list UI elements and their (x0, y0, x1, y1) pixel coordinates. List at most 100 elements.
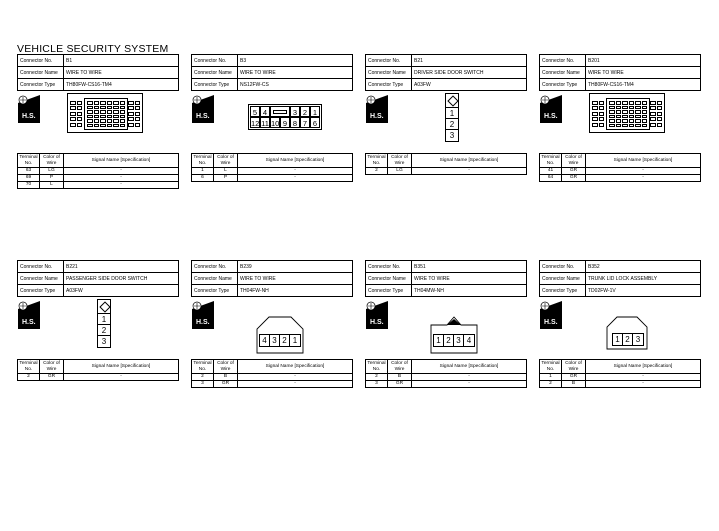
terminal-row: 70 L - (17, 181, 179, 189)
pin: 11 (260, 117, 270, 128)
wire-color: P (213, 174, 238, 182)
pin: 4 (260, 335, 270, 346)
connector-name-label: Connector Name (191, 272, 238, 285)
connector-no-value: B3 (237, 54, 353, 67)
wire-color: GR (561, 174, 586, 182)
color-of-wire-header: Color of Wire (561, 359, 586, 374)
connector-type-label: Connector Type (191, 284, 238, 297)
connector-name-value: DRIVER SIDE DOOR SWITCH (411, 66, 527, 79)
wire-color: L (39, 181, 64, 189)
pin: 10 (270, 117, 280, 128)
connector-hood-icon (430, 316, 478, 354)
terminal-no: 41 (539, 167, 562, 175)
wire-color: LG (387, 167, 412, 175)
color-of-wire-header: Color of Wire (387, 153, 412, 168)
pin: 2 (444, 335, 454, 346)
svg-text:H.S.: H.S. (196, 113, 210, 120)
connector-face-3pin: 1 2 3 (97, 299, 111, 348)
svg-text:H.S.: H.S. (544, 113, 558, 120)
pin: 3 (101, 337, 107, 346)
signal-name-header: Signal Name [Specification] (411, 359, 527, 374)
terminal-row: 3 GR - (365, 380, 527, 388)
signal-name: - (585, 380, 701, 388)
terminal-no: 3 (191, 380, 214, 388)
connector-name-label: Connector Name (365, 66, 412, 79)
connector-type-label: Connector Type (191, 78, 238, 91)
signal-name: - (63, 373, 179, 381)
page-title: VEHICLE SECURITY SYSTEM (17, 43, 169, 55)
pin: 3 (290, 106, 300, 117)
connector-no-value: B239 (237, 260, 353, 273)
connector-type-value: TH80FW-CS16-TM4 (63, 78, 179, 91)
harness-side-icon: H.S. (192, 301, 214, 329)
pin: 3 (454, 335, 464, 346)
connector-type-label: Connector Type (539, 78, 586, 91)
wire-color: B (561, 380, 586, 388)
signal-name: - (237, 174, 353, 182)
terminal-row: 2 B - (365, 373, 527, 381)
pin: 1 (434, 335, 444, 346)
color-of-wire-header: Color of Wire (39, 153, 64, 168)
connector-type-value: TH04MW-NH (411, 284, 527, 297)
pin: 2 (300, 106, 310, 117)
connector-type-value: TH80FW-CS16-TM4 (585, 78, 701, 91)
connector-type-value: NS12FW-CS (237, 78, 353, 91)
terminal-no: 63 (17, 167, 40, 175)
terminal-no-header: Terminal No. (191, 359, 214, 374)
terminal-table: Terminal No. Color of Wire Signal Name [… (539, 359, 701, 388)
connector-slot (270, 106, 290, 117)
pin: 2 (623, 334, 633, 345)
pin: 1 (613, 334, 623, 345)
harness-side-icon: H.S. (366, 95, 388, 123)
pin: 2 (446, 119, 458, 130)
color-of-wire-header: Color of Wire (213, 359, 238, 374)
terminal-no: 2 (539, 380, 562, 388)
terminal-row: 41 GR - (539, 167, 701, 175)
terminal-row: 6 P - (191, 174, 353, 182)
connector-name-value: WIRE TO WIRE (63, 66, 179, 79)
pin: 3 (270, 335, 280, 346)
pin: 1 (446, 108, 458, 119)
pin: 2 (280, 335, 290, 346)
connector-hood-icon (256, 316, 304, 354)
terminal-row: 2 B - (539, 380, 701, 388)
terminal-no-header: Terminal No. (17, 359, 40, 374)
terminal-row: 1 GR - (539, 373, 701, 381)
connector-name-label: Connector Name (17, 272, 64, 285)
harness-side-icon: H.S. (18, 95, 40, 123)
connector-type-label: Connector Type (365, 78, 412, 91)
connector-type-value: TD02FW-1V (585, 284, 701, 297)
connector-no-value: B351 (411, 260, 527, 273)
signal-name-header: Signal Name [Specification] (63, 153, 179, 168)
harness-side-icon: H.S. (540, 301, 562, 329)
color-of-wire-header: Color of Wire (561, 153, 586, 168)
harness-side-icon: H.S. (18, 301, 40, 329)
signal-name: - (237, 167, 353, 175)
wire-color: P (39, 174, 64, 182)
connector-name-label: Connector Name (365, 272, 412, 285)
terminal-no: 64 (539, 174, 562, 182)
connector-no-label: Connector No. (539, 260, 586, 273)
terminal-table: Terminal No. Color of Wire Signal Name [… (17, 153, 179, 189)
color-of-wire-header: Color of Wire (387, 359, 412, 374)
connector-no-label: Connector No. (365, 54, 412, 67)
pin: 3 (635, 335, 641, 344)
connector-no-label: Connector No. (191, 54, 238, 67)
color-of-wire-header: Color of Wire (39, 359, 64, 374)
terminal-row: 2 LG - (365, 167, 527, 175)
connector-hood-icon (606, 316, 648, 350)
pin: 6 (310, 117, 320, 128)
